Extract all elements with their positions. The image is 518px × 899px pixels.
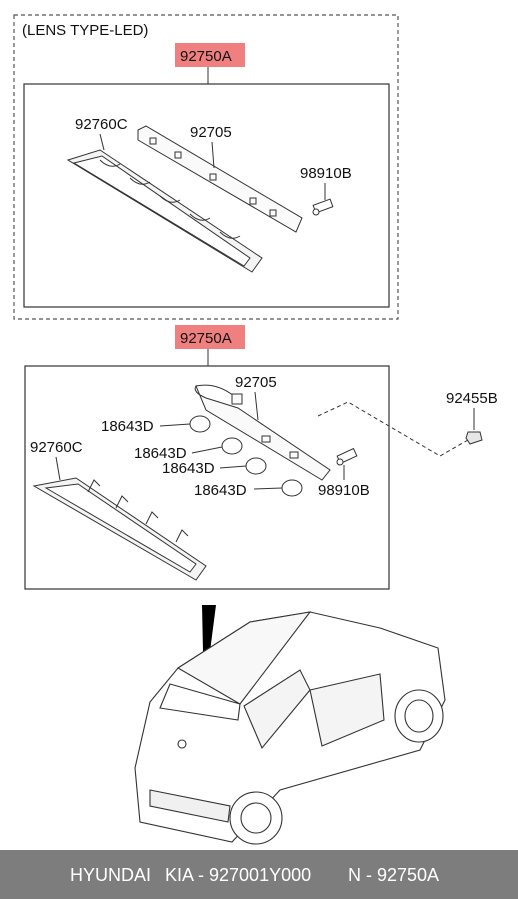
bottom-assembly-highlight (175, 325, 245, 349)
bottom-housing-code[interactable]: 92705 (235, 374, 277, 391)
top-socket-part (312, 198, 334, 216)
top-socket-code[interactable]: 98910B (300, 165, 352, 182)
screw-part (465, 431, 483, 445)
lens-type-label: (LENS TYPE-LED) (22, 22, 148, 39)
footer-brand: HYUNDAI (70, 865, 152, 885)
screw-code[interactable]: 92455B (446, 390, 498, 407)
footer-bar: HYUNDAI KIA - 927001Y000 N - 92750A (0, 850, 518, 899)
footer-part-number: KIA - 927001Y000 (165, 865, 312, 885)
top-assembly-highlight (175, 43, 245, 67)
top-assembly-code[interactable]: 92750A (180, 48, 232, 65)
bulb-code-1[interactable]: 18643D (101, 418, 154, 435)
bottom-lens-part (32, 477, 207, 581)
bottom-housing-part (194, 384, 331, 481)
top-lens-part (66, 149, 263, 273)
bottom-socket-part (336, 447, 358, 466)
led-variant-frame (13, 14, 399, 320)
car-illustration (134, 611, 446, 845)
bottom-lens-code[interactable]: 92760C (30, 439, 83, 456)
top-housing-part (137, 125, 303, 233)
screw-dashed-leader (317, 401, 469, 457)
parts-diagram: (LENS TYPE-LED) 92750A 92760C 92705 9891… (13, 14, 498, 845)
bottom-assembly-box (24, 365, 390, 590)
bottom-socket-code[interactable]: 98910B (318, 482, 370, 499)
top-assembly-box (23, 83, 390, 308)
bulb-code-2[interactable]: 18643D (134, 445, 187, 462)
top-housing-code[interactable]: 92705 (190, 124, 232, 141)
top-lens-code[interactable]: 92760C (75, 116, 128, 133)
bottom-assembly-code[interactable]: 92750A (180, 330, 232, 347)
footer-reference: N - 92750A (348, 865, 440, 885)
bulb-code-4[interactable]: 18643D (194, 482, 247, 499)
bulb-code-3[interactable]: 18643D (162, 460, 215, 477)
